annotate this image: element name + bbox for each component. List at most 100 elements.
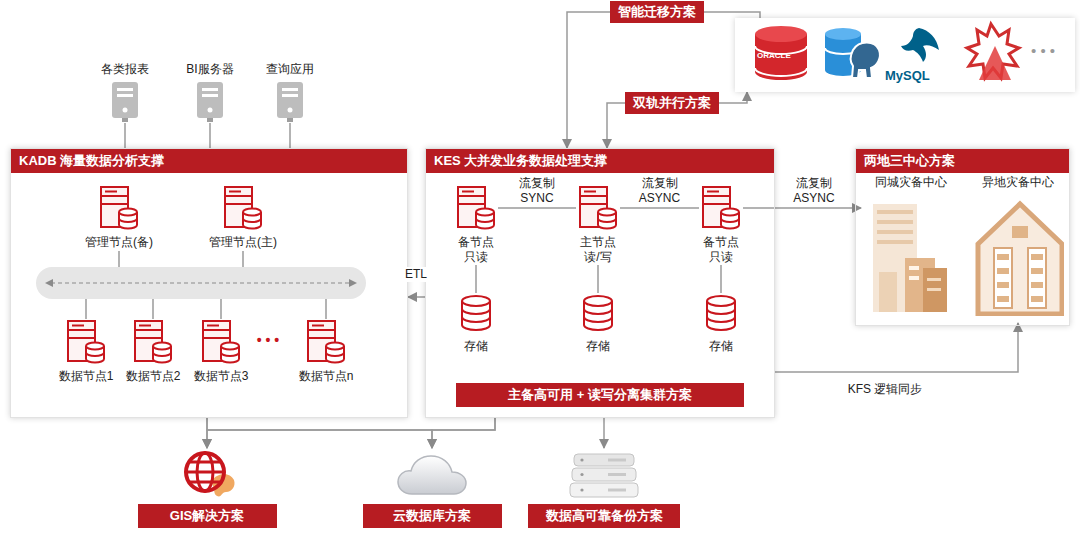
shape-svg bbox=[459, 293, 493, 333]
solution-panel: 两地三中心方案同城灾备中心异地灾备中心 bbox=[855, 148, 1070, 326]
shape-line bbox=[135, 329, 162, 331]
panel-header: 两地三中心方案 bbox=[856, 149, 1069, 173]
shape-rect bbox=[112, 82, 138, 118]
shape-circle bbox=[123, 108, 128, 113]
shape-ellipse bbox=[86, 343, 104, 350]
shape-line bbox=[580, 195, 607, 197]
shape-svg bbox=[394, 448, 470, 498]
shape-path bbox=[243, 219, 261, 223]
shape-line bbox=[458, 195, 485, 197]
shape-line bbox=[584, 191, 596, 193]
server-node: 数据节点3 bbox=[192, 319, 251, 384]
shape-line bbox=[85, 299, 87, 319]
solution-tag: 智能迁移方案 bbox=[610, 1, 704, 23]
client-icon bbox=[109, 81, 141, 123]
shape-circle bbox=[580, 458, 583, 461]
node-name: 管理节点(备) bbox=[83, 235, 155, 250]
shape-rect bbox=[36, 267, 366, 299]
shape-path bbox=[901, 28, 939, 62]
shape-rect bbox=[207, 118, 213, 122]
connector bbox=[597, 265, 599, 293]
shape-line bbox=[707, 191, 719, 193]
node-name: 主节点 读/写 bbox=[579, 235, 617, 265]
edge-label: 流复制 ASYNC bbox=[788, 176, 840, 206]
shape-line bbox=[580, 203, 607, 205]
client-icon bbox=[274, 81, 306, 123]
database-logo-box: ORACLEMySQL• • • bbox=[735, 18, 1075, 92]
shape-rect bbox=[570, 483, 638, 497]
storage-name: 存储 bbox=[579, 339, 617, 354]
shape-svg bbox=[109, 81, 141, 123]
shape-rect bbox=[202, 94, 218, 97]
shape-line bbox=[458, 203, 485, 205]
shape-path bbox=[476, 219, 494, 223]
shape-rect bbox=[574, 454, 634, 466]
shape-rect bbox=[117, 88, 133, 91]
disaster-center: 异地灾备中心 bbox=[968, 175, 1068, 323]
shape-path bbox=[584, 309, 612, 322]
shape-rect bbox=[927, 278, 941, 281]
shape-svg bbox=[578, 185, 618, 231]
server-node: 数据节点2 bbox=[124, 319, 183, 384]
ellipsis-label: • • • bbox=[257, 332, 279, 348]
shape-svg bbox=[177, 448, 237, 498]
shape-line bbox=[312, 325, 324, 327]
shape-svg bbox=[201, 319, 241, 365]
shape-line bbox=[101, 195, 128, 197]
shape-rect bbox=[997, 282, 1009, 288]
shape-path bbox=[189, 462, 221, 482]
storage-node: 存储 bbox=[457, 293, 495, 354]
node-name: 数据节点1 bbox=[57, 369, 116, 384]
server-node: 备节点 只读 bbox=[699, 185, 743, 265]
shape-line bbox=[203, 337, 230, 339]
node-name: 数据节点3 bbox=[192, 369, 251, 384]
shape-rect bbox=[572, 468, 636, 481]
panel-header: KES 大并发业务数据处理支撑 bbox=[426, 149, 774, 173]
building-picture bbox=[865, 196, 957, 316]
storage-name: 存储 bbox=[457, 339, 495, 354]
shape-ellipse bbox=[825, 28, 861, 40]
solution-panel: KES 大并发业务数据处理支撑主备高可用 + 读写分离集群方案备节点 只读主节点… bbox=[425, 148, 775, 418]
shape-line bbox=[220, 299, 222, 319]
shape-rect bbox=[608, 459, 626, 462]
shape-svg bbox=[972, 196, 1064, 316]
more-dots: • • • bbox=[1031, 42, 1055, 59]
solution-tag: 双轨并行方案 bbox=[625, 92, 719, 114]
connector bbox=[720, 265, 722, 293]
shape-rect bbox=[122, 118, 128, 122]
shape-rect bbox=[877, 230, 913, 234]
shape-rect bbox=[879, 272, 897, 312]
storage-node: 存储 bbox=[579, 293, 617, 354]
shape-rect bbox=[877, 240, 913, 244]
shape-ellipse bbox=[584, 296, 612, 306]
shape-svg bbox=[194, 81, 226, 123]
shape-rect bbox=[1031, 282, 1043, 288]
app-name: 各类报表 bbox=[99, 62, 151, 77]
shape-circle bbox=[288, 108, 293, 113]
shape-path bbox=[598, 219, 616, 223]
connector bbox=[567, 12, 760, 148]
connector bbox=[743, 207, 861, 209]
shape-path bbox=[398, 456, 466, 494]
center-name: 同城灾备中心 bbox=[861, 175, 961, 190]
shape-path bbox=[755, 68, 807, 76]
solution-icon bbox=[394, 448, 470, 498]
shape-rect bbox=[608, 489, 626, 492]
solution-item: 数据高可靠备份方案 bbox=[528, 448, 680, 528]
shape-ellipse bbox=[153, 343, 171, 350]
shape-ellipse bbox=[462, 296, 490, 306]
node-name: 管理节点(主) bbox=[207, 235, 279, 250]
client-icon bbox=[194, 81, 226, 123]
shape-line bbox=[225, 203, 252, 205]
shape-svg bbox=[865, 196, 957, 316]
shape-line bbox=[118, 251, 120, 267]
shape-line bbox=[462, 191, 474, 193]
server-icon bbox=[133, 319, 173, 365]
solution-icon bbox=[568, 448, 640, 498]
shape-rect bbox=[1031, 296, 1043, 302]
shape-svg bbox=[704, 293, 738, 333]
shape-line bbox=[101, 203, 128, 205]
shape-rect bbox=[1028, 248, 1046, 308]
server-icon bbox=[99, 185, 139, 231]
shape-svg bbox=[66, 319, 106, 365]
